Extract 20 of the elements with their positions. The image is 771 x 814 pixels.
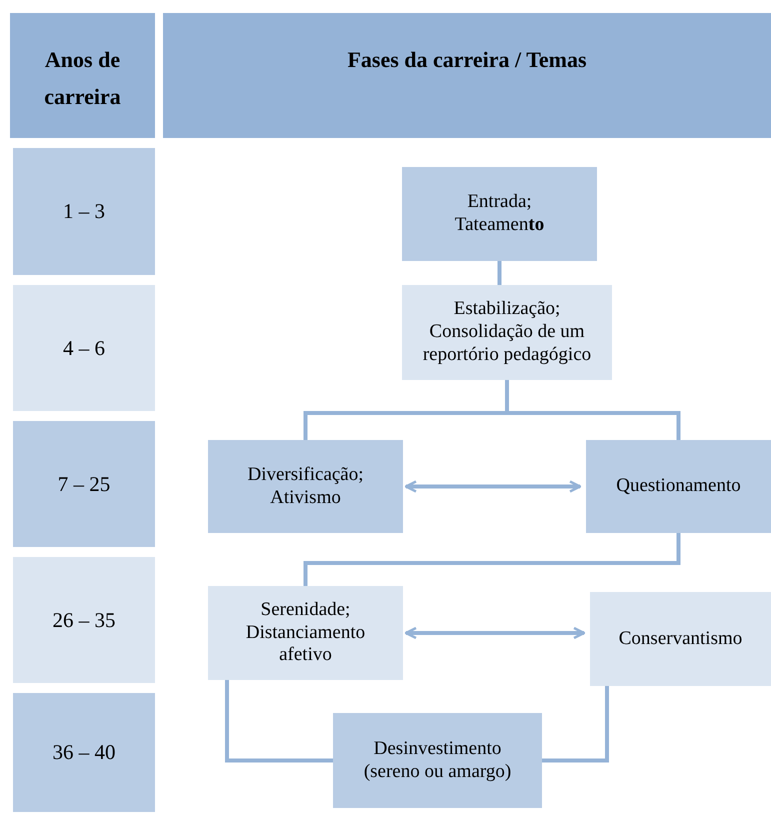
connector-line — [498, 261, 502, 285]
phase-box: Conservantismo — [590, 592, 771, 686]
year-range-cell: 7 – 25 — [13, 421, 155, 547]
phase-box: Diversificação; Ativismo — [208, 440, 403, 533]
year-range-cell: 4 – 6 — [13, 285, 155, 411]
connector-line — [304, 533, 680, 586]
phase-box: Desinvestimento (sereno ou amargo) — [333, 713, 542, 808]
phase-box: Questionamento — [586, 440, 771, 533]
header-cell: Anos de carreira — [10, 13, 155, 138]
connector-line — [225, 680, 333, 762]
arrow — [404, 626, 586, 640]
year-range-cell: 26 – 35 — [13, 557, 155, 683]
header-cell: Fases da carreira / Temas — [163, 13, 771, 138]
phase-box: Serenidade; Distanciamento afetivo — [208, 586, 403, 680]
arrow — [404, 480, 582, 493]
phase-box: Entrada; Tateamento — [402, 167, 597, 261]
year-range-cell: 36 – 40 — [13, 693, 155, 812]
year-range-cell: 1 – 3 — [13, 148, 155, 275]
connector-line — [542, 686, 609, 762]
phase-box: Estabilização; Consolidação de um reportório pedagógico — [402, 285, 612, 380]
